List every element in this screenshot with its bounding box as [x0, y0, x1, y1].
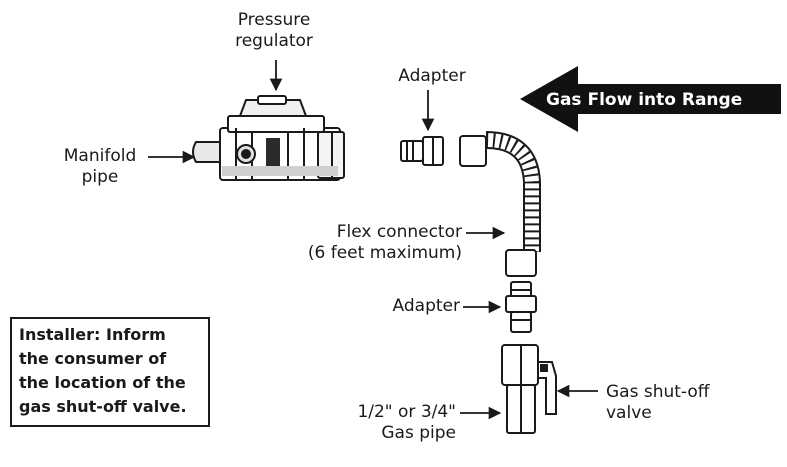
leader-arrows: [148, 60, 598, 420]
pressure-regulator-label: Pressure regulator: [214, 10, 334, 52]
flex-connector-label-line1: Flex connector: [336, 222, 462, 242]
adapter-bottom-label: Adapter: [360, 296, 460, 317]
adapter-top-label-text: Adapter: [398, 66, 466, 86]
installer-note-line1: Installer: Inform: [19, 325, 166, 344]
gas-shutoff-valve-label: Gas shut-off valve: [606, 382, 746, 424]
pressure-regulator-label-line2: regulator: [235, 31, 313, 51]
installer-note-line3: the location of the: [19, 373, 186, 392]
adapter-bottom-label-text: Adapter: [392, 296, 460, 316]
gas-pipe-label: 1/2" or 3/4" Gas pipe: [330, 402, 456, 444]
installer-note: Installer: Inform the consumer of the lo…: [10, 317, 210, 427]
installer-note-line2: the consumer of: [19, 349, 167, 368]
pressure-regulator: [192, 95, 345, 181]
installer-note-line4: gas shut-off valve.: [19, 397, 187, 416]
adapter-top-label: Adapter: [384, 66, 480, 87]
adapter-bottom: [505, 281, 537, 333]
gas-pipe-label-line2: Gas pipe: [381, 423, 456, 443]
flex-connector-label: Flex connector (6 feet maximum): [262, 222, 462, 264]
manifold-pipe-label: Manifold pipe: [52, 146, 148, 188]
adapter-top: [400, 136, 444, 166]
manifold-pipe-label-line1: Manifold: [63, 146, 137, 166]
gas-shutoff-valve-label-line2: valve: [606, 403, 652, 423]
gas-shutoff-valve: [501, 344, 557, 434]
gas-pipe-label-line1: 1/2" or 3/4": [357, 402, 456, 422]
gas-flow-label: Gas Flow into Range: [546, 90, 743, 110]
gas-flow-arrow: [520, 66, 781, 132]
flex-connector: [459, 131, 541, 277]
manifold-pipe-label-line2: pipe: [81, 167, 119, 187]
pressure-regulator-label-line1: Pressure: [237, 10, 311, 30]
gas-shutoff-valve-label-line1: Gas shut-off: [606, 382, 710, 402]
flex-connector-label-line2: (6 feet maximum): [307, 243, 462, 263]
